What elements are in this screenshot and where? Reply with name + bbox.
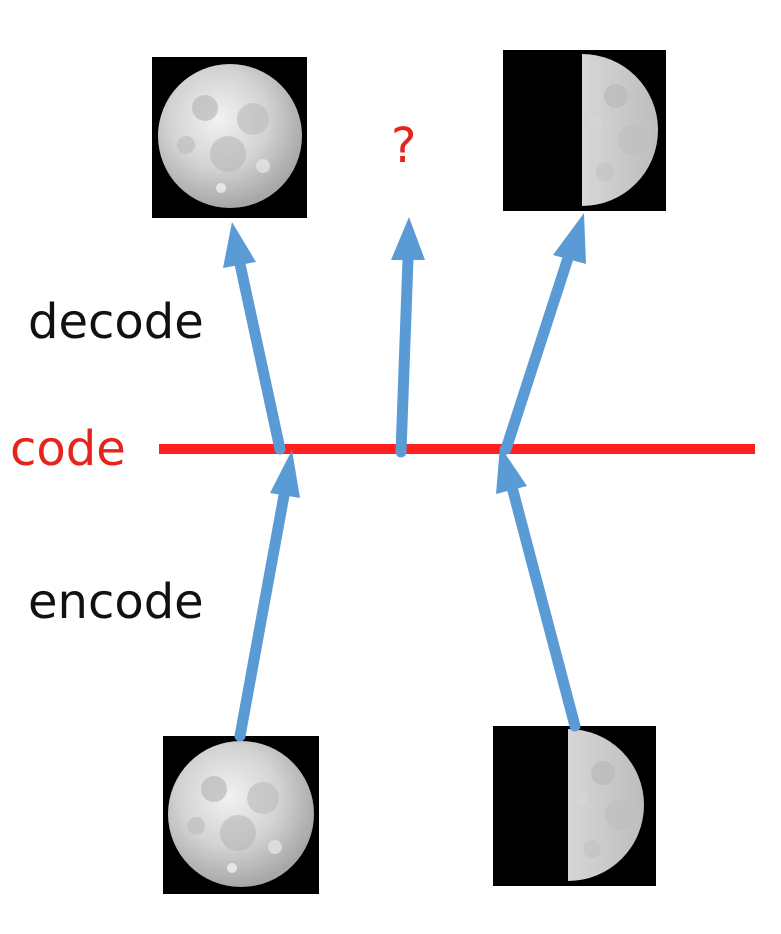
input-full-moon-image — [163, 736, 319, 894]
decode-arrow-left — [223, 222, 286, 455]
decode-arrow-middle — [391, 217, 425, 458]
moon-disc — [158, 64, 302, 208]
encode-label: encode — [28, 574, 204, 630]
decoded-full-moon-image — [152, 57, 307, 218]
decode-arrow-right — [500, 213, 586, 455]
input-half-moon-image — [493, 726, 656, 886]
unknown-output-question-mark: ? — [391, 118, 416, 174]
encode-arrow-right — [496, 446, 581, 732]
arrows — [223, 213, 586, 742]
code-label: code — [10, 421, 126, 477]
decode-label: decode — [28, 294, 204, 350]
moon-disc — [168, 741, 314, 887]
encode-arrow-left — [234, 450, 300, 742]
decoded-half-moon-image — [503, 50, 666, 211]
